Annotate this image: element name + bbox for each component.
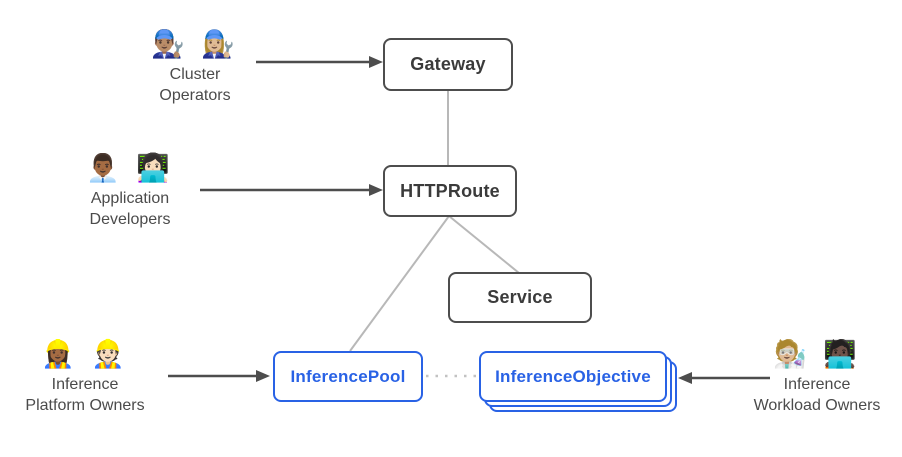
persona-cluster-operators: 👨🏽‍🔧 👩🏼‍🔧 Cluster Operators [110, 28, 280, 106]
node-inferencepool: InferencePool [273, 351, 423, 402]
application-developers-label: Application Developers [89, 190, 171, 228]
inference-workload-owners-label: Inference Workload Owners [753, 376, 881, 414]
connector-httproute-inferencepool [349, 215, 450, 352]
persona-application-developers: 👨🏾‍💼 👩🏻‍💻 Application Developers [45, 152, 215, 230]
node-gateway: Gateway [383, 38, 513, 91]
node-httproute-label: HTTPRoute [400, 180, 500, 201]
arrow-application-developers-httproute [200, 184, 383, 196]
node-inferenceobjective: InferenceObjective [479, 351, 667, 402]
persona-inference-platform-owners: 👷🏾‍♀️ 👷🏻 Inference Platform Owners [0, 338, 170, 416]
node-inferencepool-label: InferencePool [290, 366, 406, 386]
arrow-cluster-operators-gateway [256, 56, 383, 68]
persona-inference-workload-owners: 🧑🏼‍🔬 🧑🏿‍💻 Inference Workload Owners [732, 338, 902, 416]
arrow-workload-owners-inferenceobjective [678, 372, 770, 384]
cluster-operators-icon: 👨🏽‍🔧 👩🏼‍🔧 [151, 29, 239, 60]
node-service-label: Service [487, 287, 553, 307]
node-httproute: HTTPRoute [383, 165, 517, 217]
inference-platform-owners-label: Inference Platform Owners [25, 376, 145, 414]
inference-platform-owners-icon: 👷🏾‍♀️ 👷🏻 [41, 339, 129, 370]
node-service: Service [448, 272, 592, 323]
node-inferenceobjective-label: InferenceObjective [495, 366, 651, 386]
application-developers-icon: 👨🏾‍💼 👩🏻‍💻 [86, 153, 174, 184]
inference-workload-owners-icon: 🧑🏼‍🔬 🧑🏿‍💻 [773, 339, 861, 370]
arrow-platform-owners-inferencepool [168, 370, 270, 382]
node-gateway-label: Gateway [410, 54, 486, 74]
connector-httproute-service [448, 215, 520, 274]
cluster-operators-label: Cluster Operators [159, 66, 231, 104]
